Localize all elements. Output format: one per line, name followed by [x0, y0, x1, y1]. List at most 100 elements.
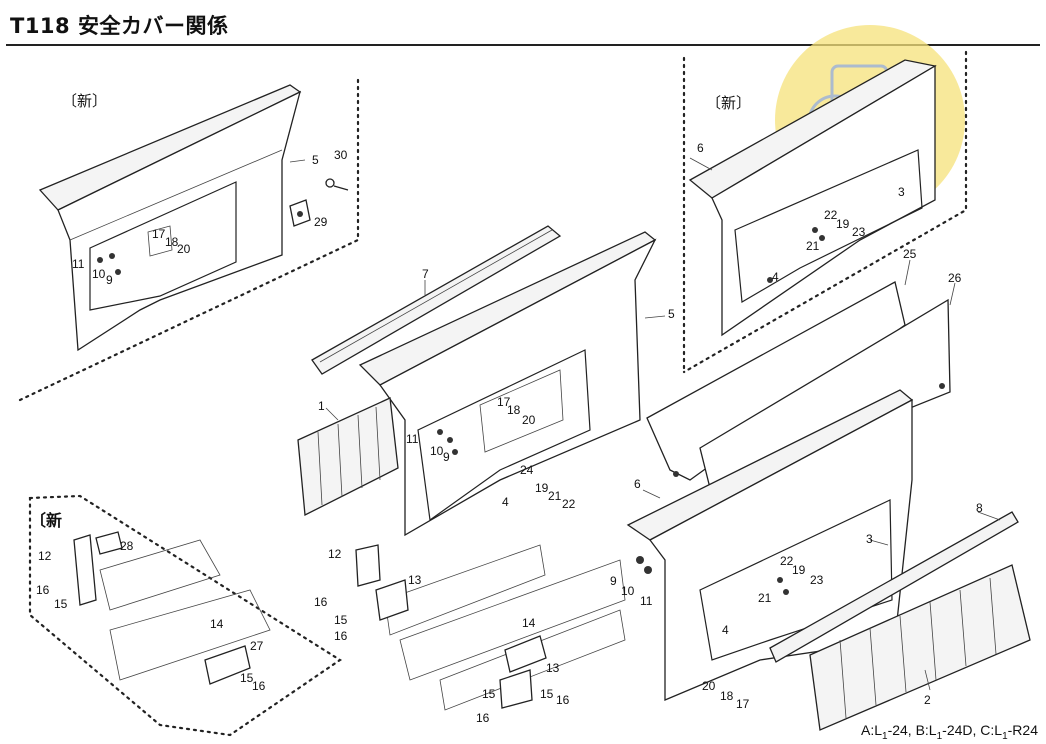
part-number-label: 19 — [535, 481, 549, 495]
part-number-label: 30 — [334, 148, 348, 162]
part-number-label: 28 — [120, 539, 134, 553]
part-number-label: 15 — [240, 671, 254, 685]
part-number-label: 19 — [792, 563, 806, 577]
model-note-b-sub: 1 — [936, 731, 943, 742]
model-note: A:L1-24, B:L1-24D, C:L1-R24 — [861, 722, 1038, 742]
part-number-label: 15 — [540, 687, 554, 701]
part-number-label: 17 — [736, 697, 750, 711]
cover-panel-5-new — [38, 84, 302, 352]
part-number-label: 23 — [852, 225, 866, 239]
part-number-label: 12 — [38, 549, 52, 563]
part-number-label: 16 — [314, 595, 328, 609]
part-number-label: 3 — [866, 532, 873, 546]
part-number-label: 11 — [72, 257, 85, 271]
part-number-label: 20 — [522, 413, 536, 427]
part-number-label: 14 — [210, 617, 224, 631]
part-number-label: 15 — [482, 687, 496, 701]
hinge-14 — [499, 635, 547, 709]
part-number-label: 19 — [836, 217, 850, 231]
part-number-label: 16 — [476, 711, 490, 725]
part-number-label: 10 — [92, 267, 106, 281]
model-note-b: B:L — [915, 722, 937, 739]
part-number-label: 22 — [780, 554, 794, 568]
part-number-label: 18 — [720, 689, 734, 703]
part-number-label: 10 — [430, 444, 444, 458]
part-number-label: 15 — [334, 613, 348, 627]
part-number-label: 18 — [507, 403, 521, 417]
part-number-label: 27 — [250, 639, 264, 653]
part-number-label: 5 — [312, 153, 319, 167]
bracket-12-28-new — [73, 531, 123, 606]
frame-rail-center — [384, 544, 626, 711]
bracket-29 — [289, 199, 311, 227]
part-number-label: 4 — [502, 495, 509, 509]
model-note-c: C:L — [980, 722, 1003, 739]
part-number-label: 16 — [36, 583, 50, 597]
part-number-label: 1 — [318, 399, 325, 413]
part-number-label: 21 — [806, 239, 820, 253]
part-number-label: 9 — [443, 450, 450, 464]
frame-rail-left — [99, 539, 271, 681]
part-number-label: 22 — [562, 497, 576, 511]
part-number-label: 11 — [640, 594, 653, 608]
fin-guard-1 — [297, 397, 399, 517]
part-number-label: 8 — [976, 501, 983, 515]
new-variant-label: 〔新〕 — [62, 93, 107, 110]
part-number-label: 7 — [422, 267, 429, 281]
bolt-30 — [325, 178, 349, 191]
part-number-label: 12 — [328, 547, 342, 561]
part-number-label: 13 — [408, 573, 422, 587]
part-number-label: 4 — [772, 270, 779, 284]
leader-lines — [289, 157, 1001, 691]
part-number-label: 29 — [314, 215, 328, 229]
part-number-label: 23 — [810, 573, 824, 587]
rubber-seal-7 — [311, 225, 562, 375]
bracket-12-13 — [355, 544, 409, 621]
model-note-a: A:L — [860, 722, 882, 739]
new-variant-frame-left — [18, 78, 360, 402]
cover-panel-6-new — [688, 59, 937, 337]
new-variant-label: 〔新〕 — [706, 95, 751, 112]
new-variant-frame-right — [682, 50, 968, 374]
part-number-label: 9 — [106, 273, 113, 287]
part-number-label: 6 — [634, 477, 641, 491]
part-number-label: 21 — [758, 591, 772, 605]
cover-panel-5 — [358, 231, 657, 537]
part-number-label: 25 — [903, 247, 917, 261]
fin-guard-2 — [809, 564, 1031, 731]
part-number-label: 2 — [924, 693, 931, 707]
part-number-label: 21 — [548, 489, 562, 503]
new-variant-label: 〔新 — [30, 511, 62, 530]
part-number-label: 11 — [406, 432, 419, 446]
part-number-label: 20 — [177, 242, 191, 256]
part-number-label: 17 — [497, 395, 511, 409]
part-number-label: 3 — [898, 185, 905, 199]
model-note-a-sub: 1 — [882, 731, 888, 742]
part-number-label: 13 — [546, 661, 560, 675]
hinge-14-27-new — [204, 645, 251, 685]
trim-strip-8 — [769, 511, 1019, 663]
part-number-label: 18 — [165, 235, 179, 249]
model-note-c-sub: 1 — [1002, 731, 1008, 742]
part-number-label: 9 — [610, 574, 617, 588]
part-number-label: 5 — [668, 307, 675, 321]
part-number-label: 4 — [722, 623, 729, 637]
part-number-label: 14 — [522, 616, 536, 630]
part-number-label: 16 — [252, 679, 266, 693]
part-number-label: 24 — [520, 463, 534, 477]
part-number-label: 26 — [948, 271, 962, 285]
part-number-label: 6 — [697, 141, 704, 155]
cover-panel-6 — [626, 389, 914, 701]
part-number-label: 20 — [702, 679, 716, 693]
part-number-label: 22 — [824, 208, 838, 222]
page-title: T118 安全カバー関係 — [10, 14, 229, 38]
part-number-label: 16 — [334, 629, 348, 643]
title-divider — [6, 44, 1040, 46]
model-note-a-suffix: -24, — [887, 722, 912, 739]
part-number-label: 10 — [621, 584, 635, 598]
model-note-b-suffix: -24D, — [942, 722, 977, 739]
model-note-c-suffix: -R24 — [1007, 722, 1038, 739]
part-number-label: 15 — [54, 597, 68, 611]
part-number-label: 17 — [152, 227, 166, 241]
